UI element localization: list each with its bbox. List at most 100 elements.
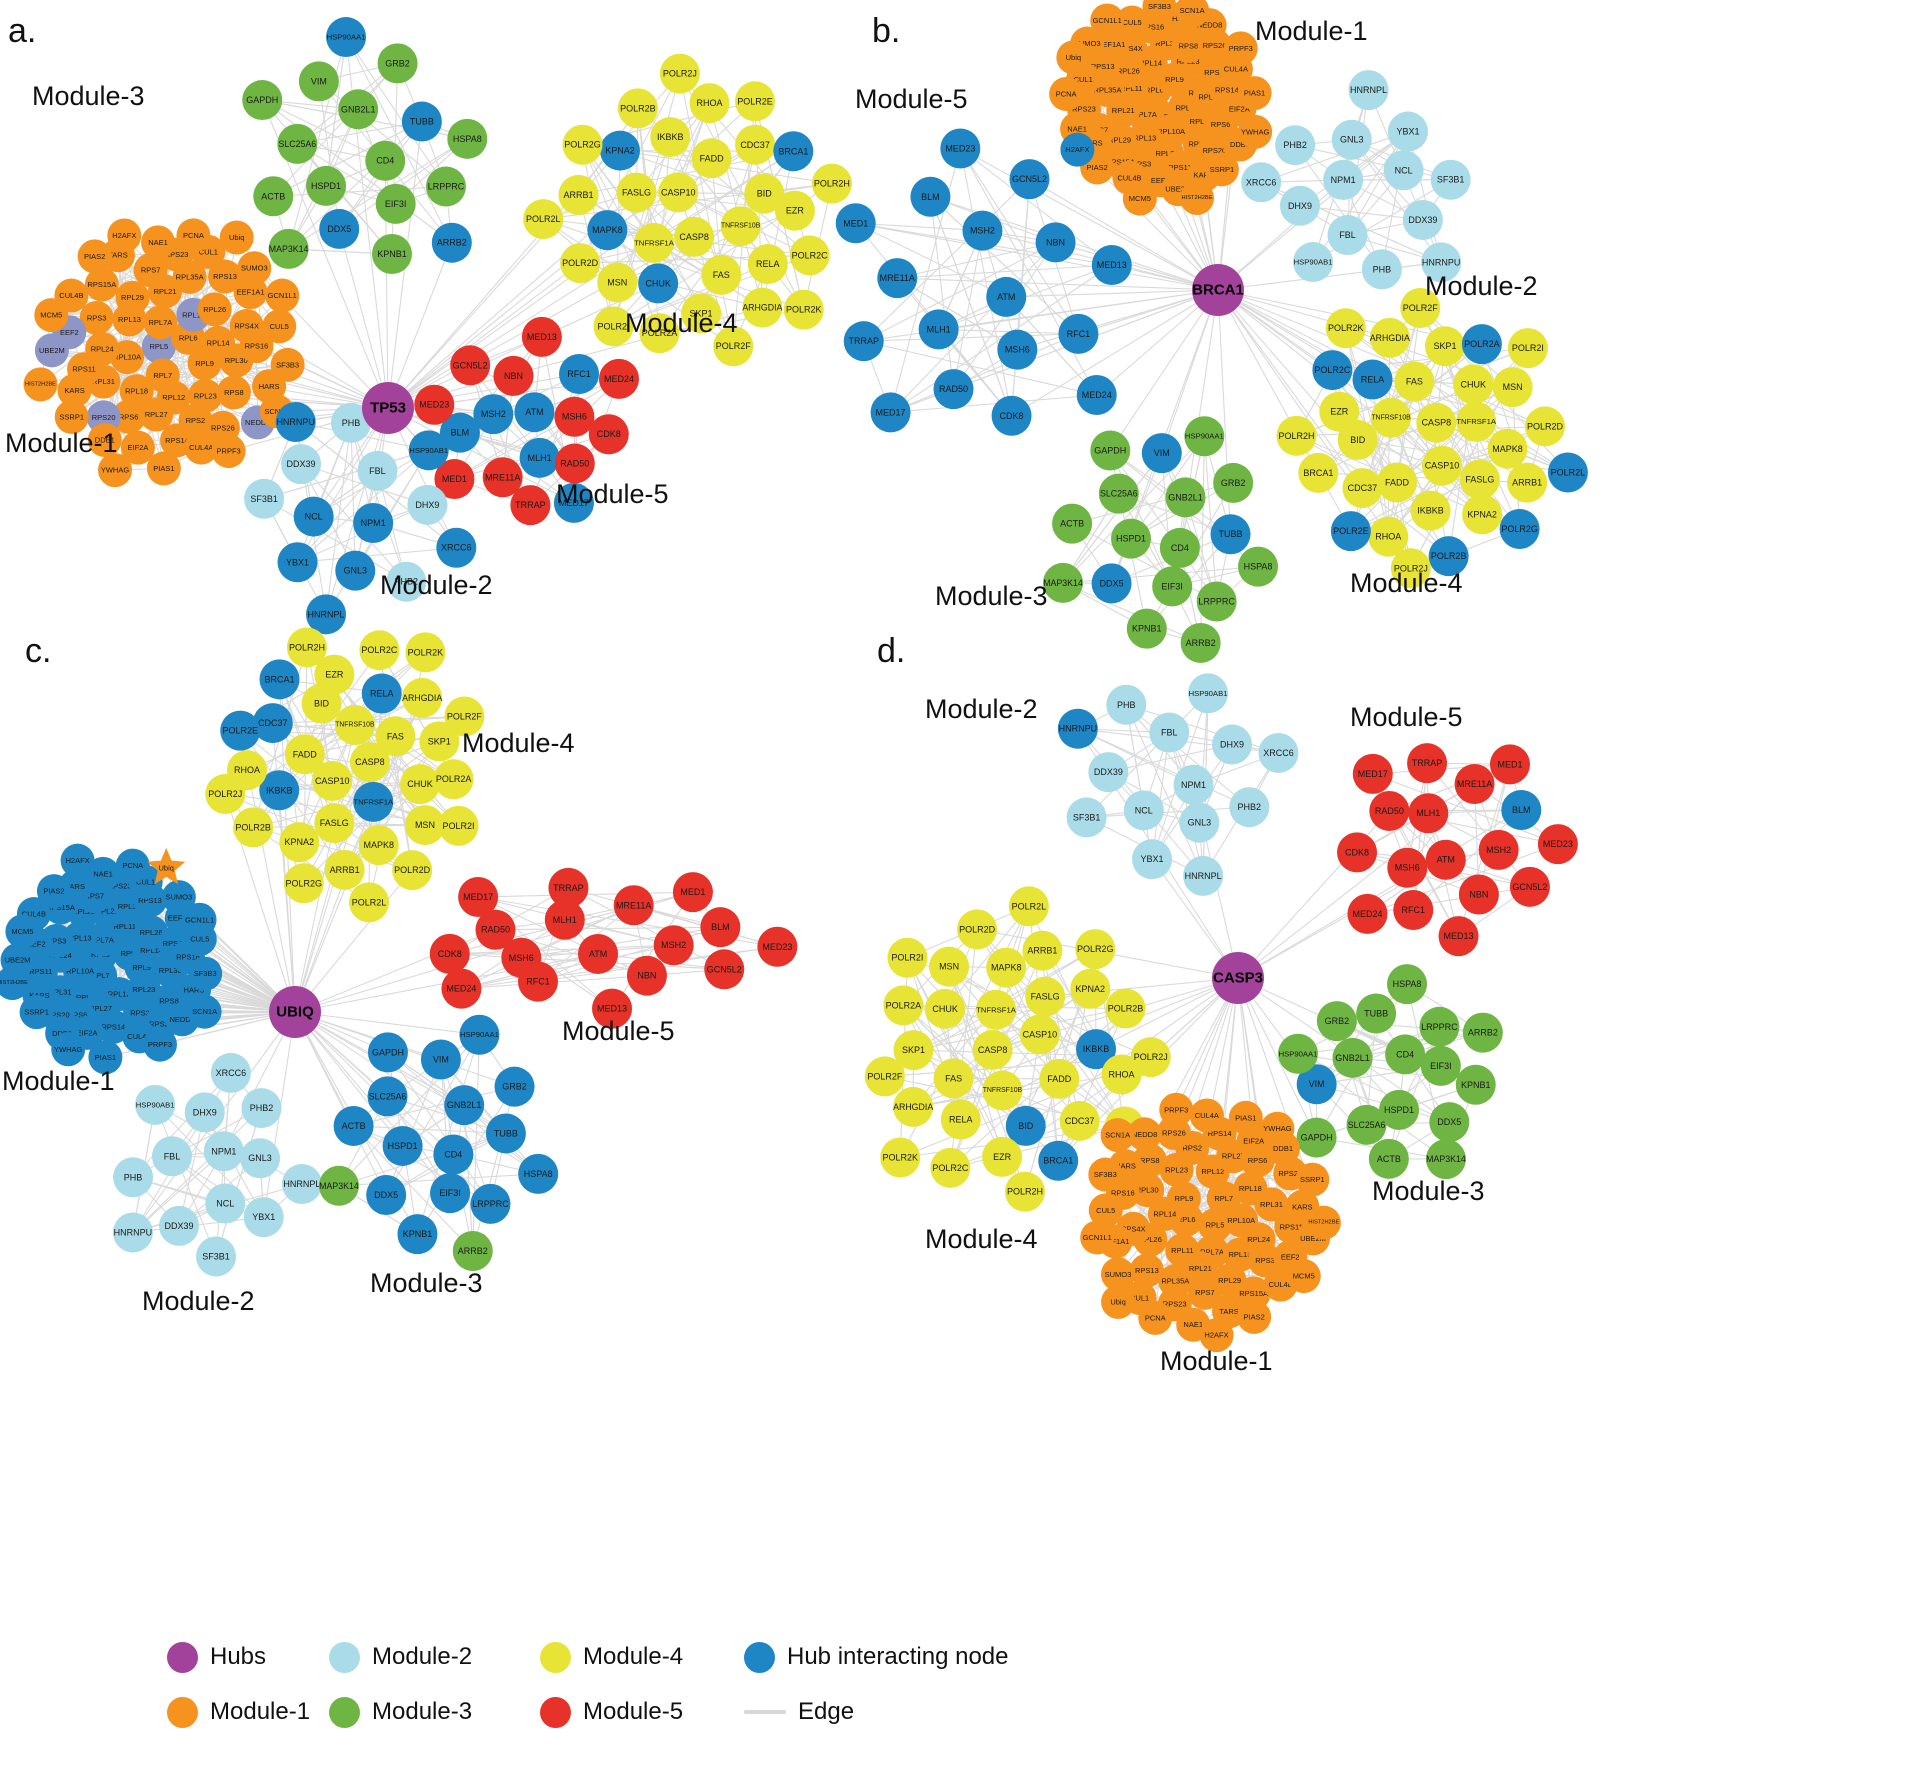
node-MCM5: MCM5 — [1286, 1259, 1321, 1294]
node-label: ARRB1 — [330, 865, 360, 875]
node-label: SCN1A — [264, 407, 289, 416]
node-XRCC6: XRCC6 — [1241, 162, 1282, 203]
node-CHUK: CHUK — [638, 263, 679, 304]
node-label: MSH2 — [1486, 845, 1511, 855]
node-label: RPL10A — [113, 353, 141, 362]
node-CDK8: CDK8 — [1337, 832, 1378, 873]
node-RPL7A: RPL7A — [143, 305, 178, 340]
node-GNL3: GNL3 — [335, 550, 376, 591]
node-label: FBL — [164, 1151, 181, 1161]
node-label: KPNB1 — [377, 249, 407, 259]
node-HSPD1: HSPD1 — [1111, 518, 1152, 559]
node-label: ATM — [525, 407, 543, 417]
node-swatch-icon — [167, 1641, 198, 1673]
node-label: RPS15A — [87, 280, 116, 289]
node-HSP90AB1: HSP90AB1 — [1293, 242, 1334, 283]
node-KPNA2: KPNA2 — [1462, 494, 1503, 535]
node-POLR2D: POLR2D — [560, 243, 601, 284]
node-label: XRCC6 — [441, 543, 472, 553]
node-label: ATM — [997, 292, 1015, 302]
node-POLR2B: POLR2B — [1105, 988, 1146, 1029]
node-YWHAG: YWHAG — [1260, 1111, 1295, 1146]
node-label: RPL30 — [1136, 1186, 1159, 1195]
node-label: ARRB1 — [1027, 946, 1057, 956]
node-FBL: FBL — [1327, 215, 1368, 256]
node-label: RPL5 — [1206, 1220, 1225, 1229]
node-label: CUL4B — [1117, 173, 1141, 182]
node-SCN1A: SCN1A — [187, 994, 222, 1029]
node-CDC37: CDC37 — [252, 703, 293, 744]
hub-label: UBIQ — [276, 1004, 314, 1021]
node-swatch-icon — [540, 1641, 571, 1673]
node-label: MED1 — [1497, 759, 1522, 769]
node-label: PHB — [1117, 700, 1136, 710]
node-label: RPL24 — [1155, 149, 1178, 158]
node-label: NPM1 — [1331, 175, 1356, 185]
node-TRRAP: TRRAP — [548, 867, 589, 908]
node-label: NBN — [1469, 889, 1488, 899]
node-label: KARS — [1194, 171, 1214, 180]
module-caption-a-module-5: Module-5 — [556, 479, 669, 509]
node-POLR2B: POLR2B — [1428, 536, 1469, 577]
node-label: RPL12 — [162, 393, 185, 402]
node-DDB1: DDB1 — [87, 423, 122, 458]
node-label: POLR2I — [598, 321, 630, 331]
node-label: SSRP1 — [1300, 1175, 1325, 1184]
node-label: RPS16 — [176, 952, 200, 961]
node-label: RPS13 — [1091, 62, 1115, 71]
node-FAS: FAS — [375, 716, 416, 757]
hub-label: CASP3 — [1213, 970, 1263, 987]
node-label: EZR — [1330, 407, 1349, 417]
node-label: RPS13 — [138, 896, 162, 905]
module-caption-d-module-4: Module-4 — [925, 1224, 1038, 1254]
node-label: MED13 — [1097, 260, 1127, 270]
node-label: NPM1 — [361, 518, 386, 528]
node-label: PRPF3 — [217, 447, 241, 456]
panel-c: CASP8CASP10TNFRSF10BTNFRSF1AFADDFASFASLG… — [0, 627, 798, 1316]
node-label: KPNA2 — [1076, 984, 1106, 994]
node-label: UBE2M — [1165, 185, 1191, 194]
module-caption-b-module-4: Module-4 — [1350, 568, 1463, 598]
node-label: EZR — [786, 206, 805, 216]
node-label: LRPPRC — [472, 1199, 509, 1209]
node-label: SCN1A — [1180, 6, 1205, 15]
node-VIM: VIM — [298, 61, 339, 102]
node-SCN1A: SCN1A — [1175, 0, 1210, 28]
node-POLR2I: POLR2I — [1507, 328, 1548, 369]
node-MED13: MED13 — [1091, 244, 1132, 285]
node-RELA: RELA — [747, 244, 788, 285]
node-TUBB: TUBB — [1356, 993, 1397, 1034]
node-RFC1: RFC1 — [1393, 890, 1434, 931]
node-CASP8: CASP8 — [349, 742, 390, 783]
node-label: BID — [1350, 435, 1366, 445]
node-label: POLR2B — [620, 103, 656, 113]
node-label: CASP8 — [1422, 418, 1452, 428]
node-MED24: MED24 — [1347, 893, 1388, 934]
node-LRPPRC: LRPPRC — [425, 166, 466, 207]
node-label: POLR2J — [663, 69, 697, 79]
node-FAS: FAS — [1394, 361, 1435, 402]
node-EIF3I: EIF3I — [1152, 566, 1193, 607]
node-ARRB1: ARRB1 — [558, 174, 599, 215]
node-label: ARRB2 — [458, 1246, 488, 1256]
node-NBN: NBN — [1035, 222, 1076, 263]
node-label: NAE1 — [93, 869, 113, 878]
node-label: SKP1 — [1433, 341, 1456, 351]
node-label: NEDD8 — [169, 1015, 194, 1024]
node-label: NPM1 — [1181, 780, 1206, 790]
node-label: MLH1 — [927, 324, 951, 334]
node-label: DDX39 — [287, 459, 316, 469]
node-label: FASLG — [1031, 992, 1060, 1002]
node-label: HNRNPU — [1422, 257, 1461, 267]
node-GNB2L1: GNB2L1 — [338, 89, 379, 130]
node-label: ARRB2 — [1186, 638, 1216, 648]
node-RELA: RELA — [940, 1099, 981, 1140]
node-MED1: MED1 — [835, 203, 876, 244]
node-FADD: FADD — [284, 734, 325, 775]
node-RFC1: RFC1 — [1058, 313, 1099, 354]
node-SF3B1: SF3B1 — [244, 478, 285, 519]
node-KPNA2: KPNA2 — [600, 130, 641, 171]
node-label: PCNA — [1056, 89, 1077, 98]
node-ARHGDIA: ARHGDIA — [1370, 317, 1410, 358]
node-FASLG: FASLG — [1459, 459, 1500, 500]
